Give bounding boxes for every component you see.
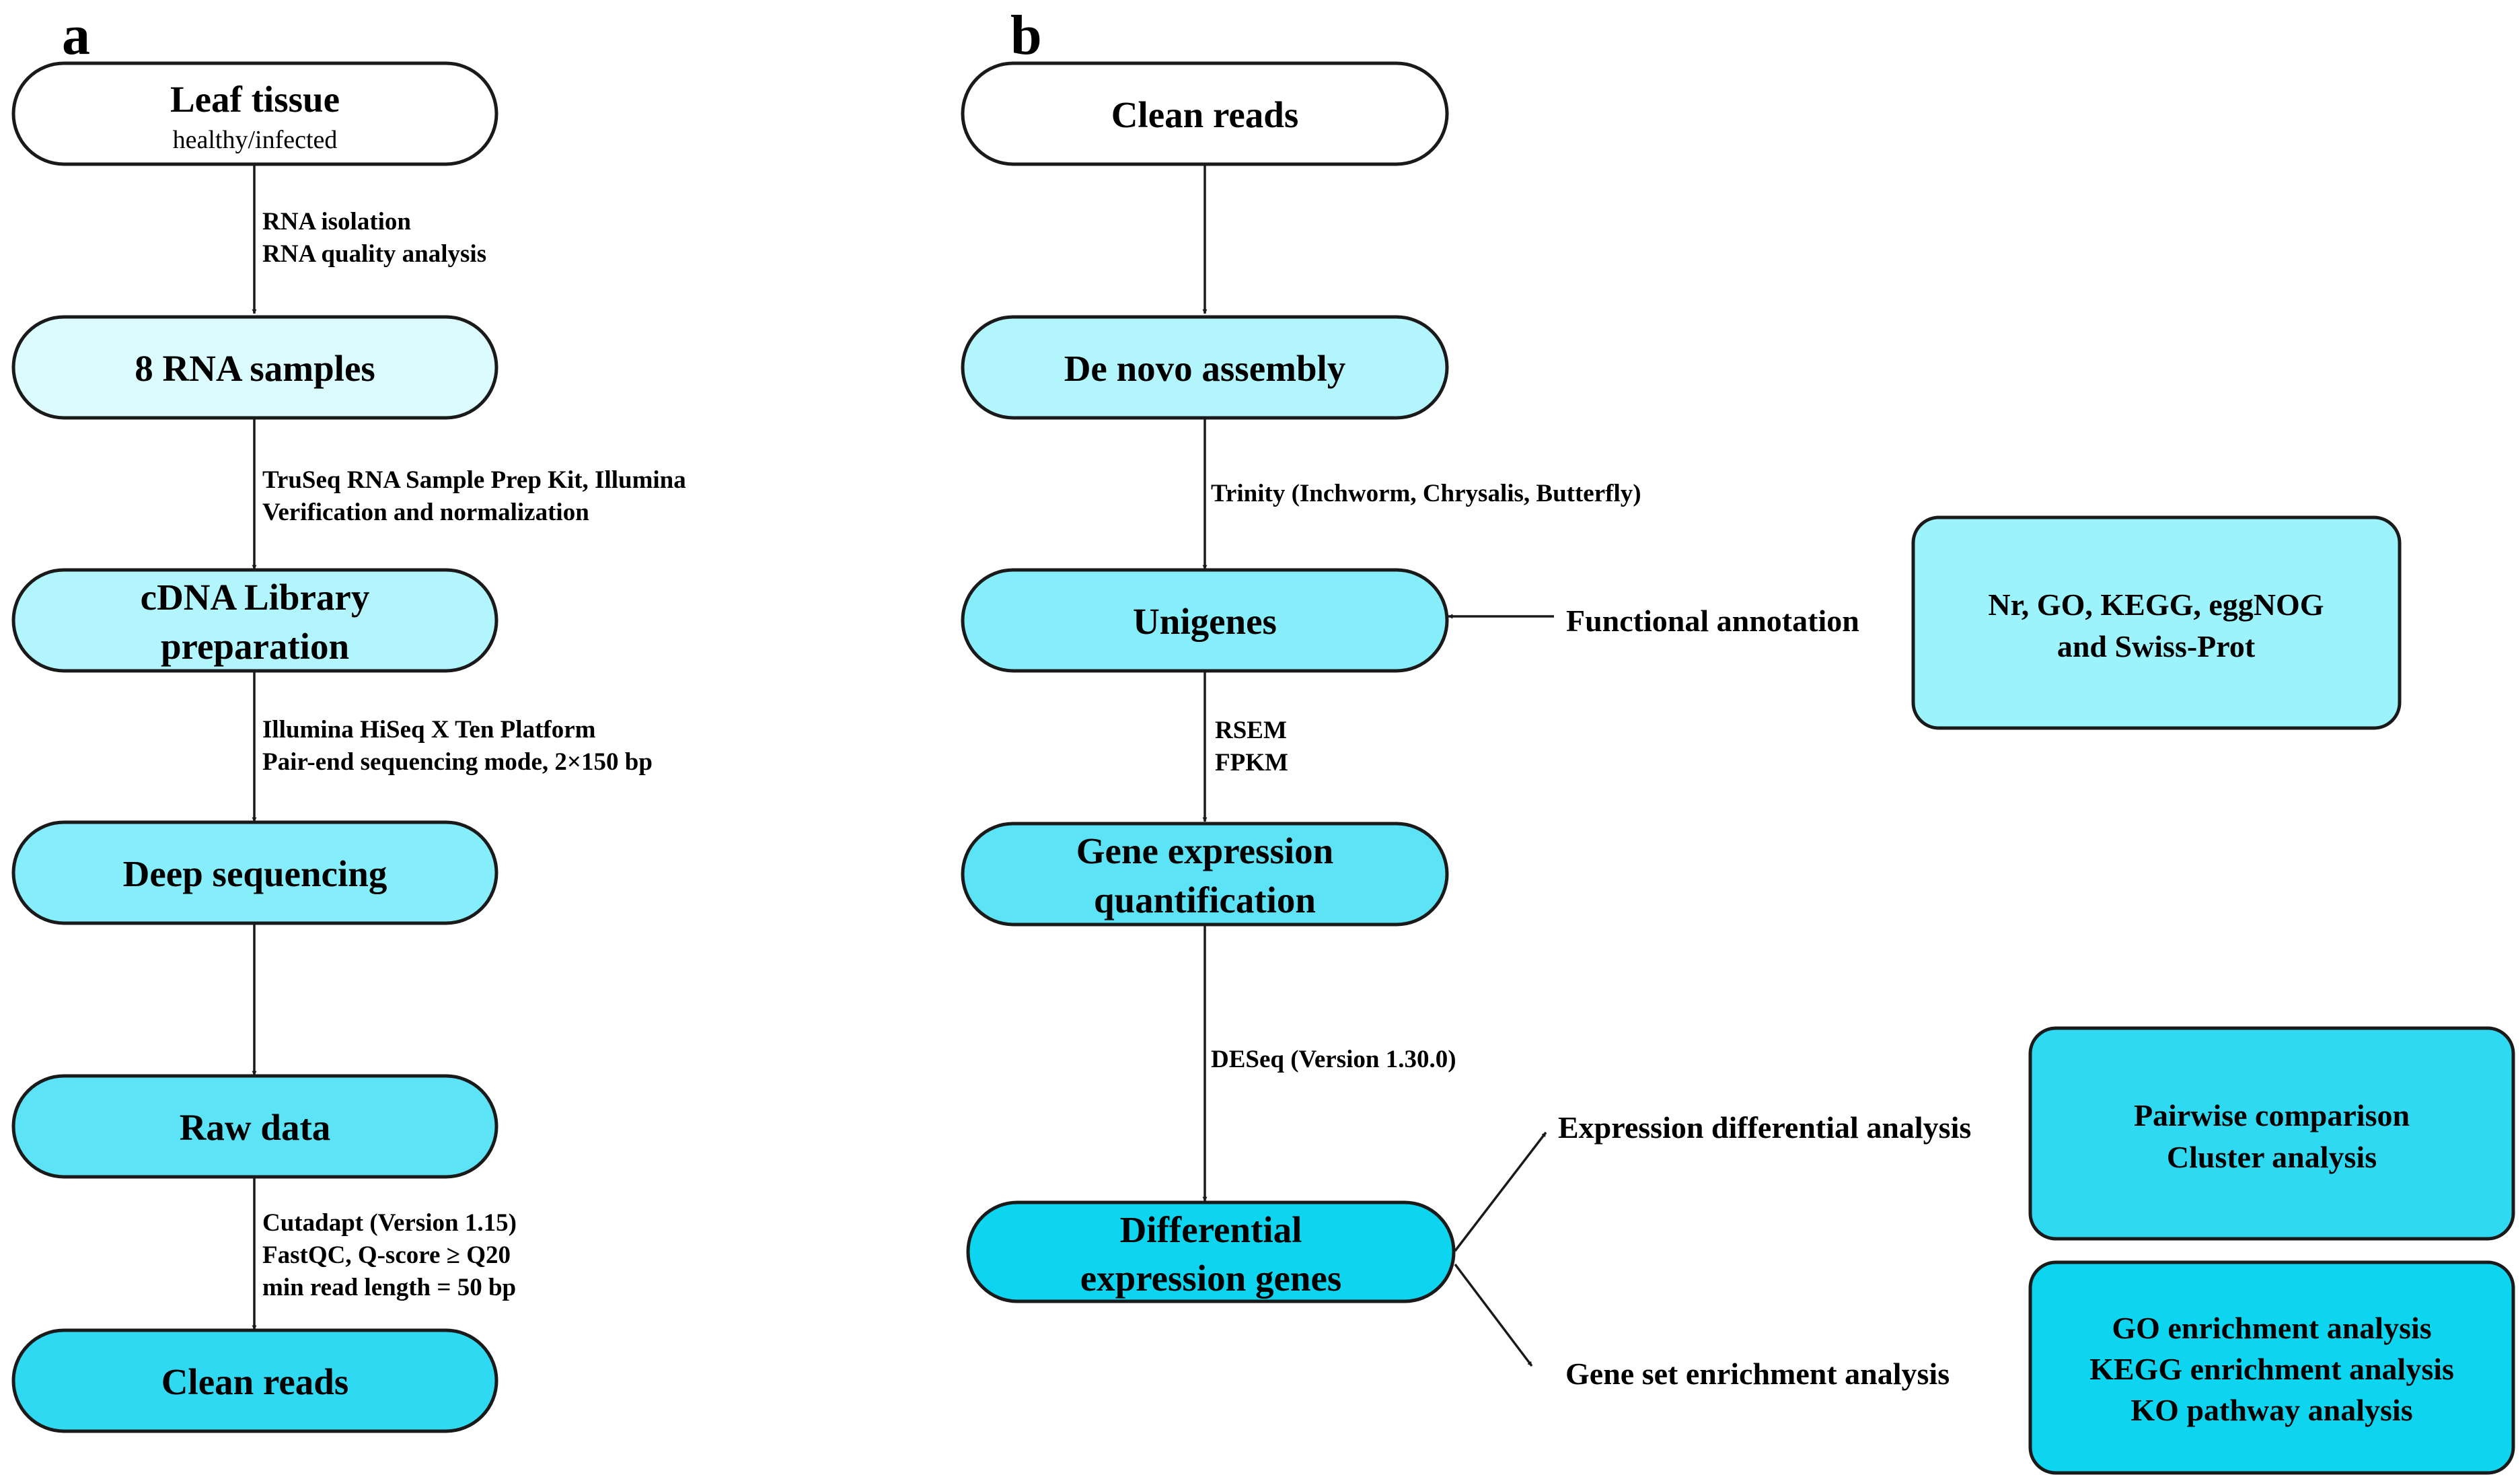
annotation-illumina: Illumina HiSeq X Ten Platform Pair-end s…: [262, 716, 653, 776]
box-enrichment-analyses: GO enrichment analysis KEGG enrichment a…: [2028, 1260, 2515, 1475]
node-cdna-library: cDNA Library preparation: [11, 568, 498, 673]
result-line: KO pathway analysis: [2130, 1393, 2412, 1427]
label-expression-differential-analysis: Expression differential analysis: [1558, 1110, 1971, 1145]
label-gene-set-enrichment-analysis: Gene set enrichment analysis: [1565, 1357, 1950, 1391]
node-differential-expression-genes: Differential expression genes: [966, 1200, 1456, 1303]
node-deep-title: Deep sequencing: [123, 853, 387, 894]
node-deg-line1: Differential: [1120, 1209, 1302, 1250]
node-leaf-subtitle: healthy/infected: [173, 126, 338, 154]
result-line: KEGG enrichment analysis: [2089, 1352, 2454, 1386]
node-unigenes-title: Unigenes: [1133, 601, 1277, 642]
node-deep-sequencing: Deep sequencing: [11, 820, 498, 925]
node-cdna-line1: cDNA Library: [141, 577, 370, 618]
node-clean-reads-a: Clean reads: [11, 1328, 498, 1433]
annotation-rsem-fpkm: RSEM FPKM: [1215, 717, 1288, 776]
annotation-line: RNA quality analysis: [262, 240, 486, 268]
annotation-line: min read length = 50 bp: [262, 1274, 516, 1301]
annotation-line: Pair-end sequencing mode, 2×150 bp: [262, 748, 653, 776]
annotation-deseq: DESeq (Version 1.30.0): [1211, 1046, 1456, 1073]
result-line: and Swiss-Prot: [2057, 629, 2256, 663]
node-geneexp-line1: Gene expression: [1076, 830, 1333, 871]
annotation-truseq: TruSeq RNA Sample Prep Kit, Illumina Ver…: [262, 466, 686, 526]
annotation-rna-isolation: RNA isolation RNA quality analysis: [262, 208, 486, 268]
result-line: Cluster analysis: [2167, 1140, 2377, 1174]
node-rna-title: 8 RNA samples: [135, 348, 375, 389]
box-annotation-databases: Nr, GO, KEGG, eggNOG and Swiss-Prot: [1911, 515, 2402, 730]
annotation-trinity: Trinity (Inchworm, Chrysalis, Butterfly): [1211, 480, 1641, 507]
result-line: GO enrichment analysis: [2112, 1311, 2431, 1345]
node-raw-title: Raw data: [180, 1107, 331, 1148]
annotation-line: RSEM: [1215, 717, 1287, 744]
annotation-line: Verification and normalization: [262, 499, 589, 526]
node-clean-reads-b: Clean reads: [961, 61, 1449, 166]
node-denovo-title: De novo assembly: [1064, 348, 1346, 389]
node-clean-a-title: Clean reads: [161, 1361, 349, 1402]
box-pairwise-cluster: Pairwise comparison Cluster analysis: [2028, 1026, 2515, 1241]
node-raw-data: Raw data: [11, 1074, 498, 1179]
result-line: Pairwise comparison: [2134, 1098, 2410, 1132]
panel-label-a: a: [62, 4, 90, 67]
result-line: Nr, GO, KEGG, eggNOG: [1988, 587, 2324, 622]
node-leaf-tissue: Leaf tissue healthy/infected: [11, 61, 498, 166]
node-geneexp-line2: quantification: [1094, 879, 1316, 920]
node-deg-line2: expression genes: [1080, 1258, 1342, 1299]
node-clean-b-title: Clean reads: [1111, 94, 1299, 135]
annotation-line: FPKM: [1215, 749, 1288, 776]
arrow-expression-differential: [1454, 1131, 1547, 1252]
annotation-line: Cutadapt (Version 1.15): [262, 1209, 517, 1237]
node-rna-samples: 8 RNA samples: [11, 315, 498, 420]
annotation-line: FastQC, Q-score ≥ Q20: [262, 1241, 511, 1269]
annotation-line: RNA isolation: [262, 208, 411, 236]
node-gene-expression-quantification: Gene expression quantification: [961, 822, 1449, 927]
arrow-gene-set-enrichment: [1454, 1263, 1533, 1367]
node-cdna-line2: preparation: [161, 626, 349, 667]
node-leaf-title: Leaf tissue: [170, 79, 340, 120]
node-de-novo-assembly: De novo assembly: [961, 315, 1449, 420]
label-functional-annotation: Functional annotation: [1566, 604, 1859, 638]
node-unigenes: Unigenes: [961, 568, 1449, 673]
annotation-line: TruSeq RNA Sample Prep Kit, Illumina: [262, 466, 686, 494]
annotation-line: Illumina HiSeq X Ten Platform: [262, 716, 596, 744]
panel-label-b: b: [1010, 4, 1042, 67]
annotation-cutadapt: Cutadapt (Version 1.15) FastQC, Q-score …: [262, 1209, 517, 1301]
